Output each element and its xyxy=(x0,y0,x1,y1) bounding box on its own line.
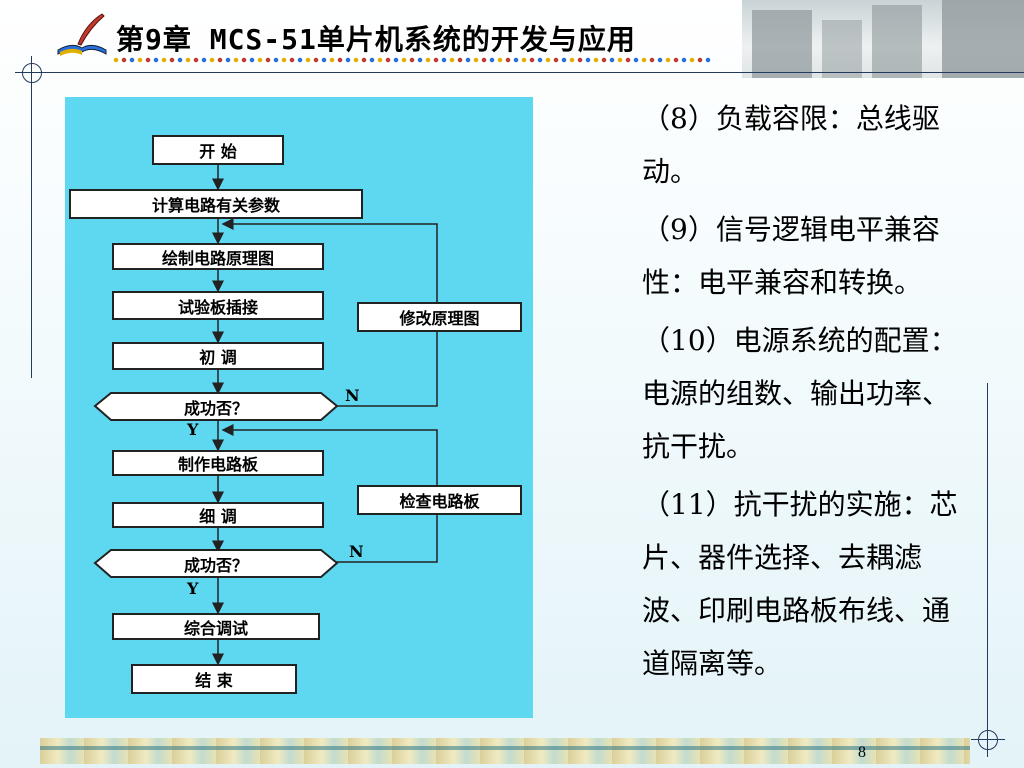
book-quill-icon xyxy=(57,13,107,56)
flow-n-label: N xyxy=(349,542,364,561)
footer-band xyxy=(40,738,970,764)
footer-band-line xyxy=(40,746,970,750)
title-dotted-underline xyxy=(112,56,712,64)
content-item: （9）信号逻辑电平兼容性：电平兼容和转换。 xyxy=(642,213,940,299)
header-rule xyxy=(30,72,1024,73)
right-rule xyxy=(987,383,988,745)
flow-start: 开 始 xyxy=(152,135,284,165)
flow-y-label: Y xyxy=(187,579,199,598)
flow-initial-debug: 初 调 xyxy=(112,342,324,370)
flow-make-pcb: 制作电路板 xyxy=(112,450,324,476)
content-list: （8）负载容限：总线驱动。 （9）信号逻辑电平兼容性：电平兼容和转换。 （10）… xyxy=(642,92,972,695)
flowchart-panel: 开 始 计算电路有关参数 绘制电路原理图 试验板插接 初 调 成功否？ N Y … xyxy=(65,97,533,718)
page-title: 第9章 MCS-51单片机系统的开发与应用 xyxy=(116,23,636,56)
flow-decision-2 xyxy=(93,549,339,578)
left-rule xyxy=(31,60,32,378)
flow-n-label: N xyxy=(345,386,360,405)
page-number: 8 xyxy=(858,744,866,761)
content-item: （10）电源系统的配置：电源的组数、输出功率、抗干扰。 xyxy=(642,324,958,463)
crosshair-icon xyxy=(15,56,49,90)
flow-integrated-debug: 综合调试 xyxy=(112,613,320,640)
flow-end: 结 束 xyxy=(131,664,297,694)
header-photo xyxy=(742,0,1024,78)
flow-decision-1-label: 成功否？ xyxy=(183,399,248,418)
flow-calc-params: 计算电路有关参数 xyxy=(69,189,363,219)
content-item: （8）负载容限：总线驱动。 xyxy=(642,102,940,188)
flow-check-pcb: 检查电路板 xyxy=(357,485,522,515)
flow-decision-2-label: 成功否？ xyxy=(183,556,248,575)
flow-decision-1 xyxy=(93,392,339,421)
flow-test-board: 试验板插接 xyxy=(112,291,324,320)
content-item: （11）抗干扰的实施：芯片、器件选择、去耦滤波、印刷电路板布线、通道隔离等。 xyxy=(642,488,958,680)
flowchart-connectors xyxy=(212,163,438,666)
flow-modify-schematic: 修改原理图 xyxy=(357,302,522,332)
flow-fine-debug: 细 调 xyxy=(112,502,324,528)
crosshair-icon xyxy=(971,723,1005,757)
flow-draw-schematic: 绘制电路原理图 xyxy=(112,243,324,270)
flow-y-label: Y xyxy=(187,420,199,439)
